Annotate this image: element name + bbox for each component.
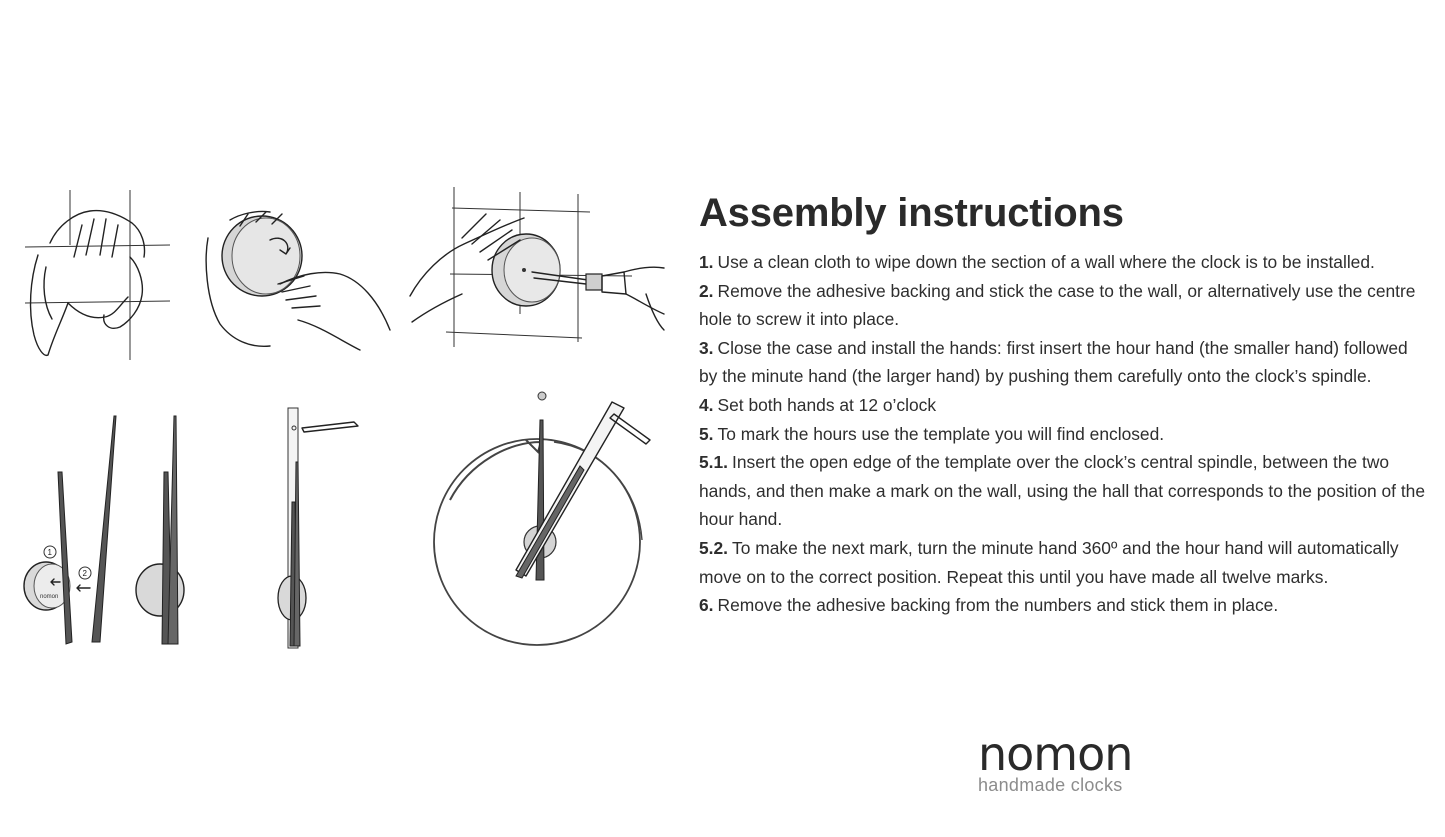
step-text: Close the case and install the hands: fi… xyxy=(699,337,1408,387)
step-item: 3.Close the case and install the hands: … xyxy=(699,334,1429,391)
step-number: 4. xyxy=(699,394,714,415)
brand-logo: nomon handmade clocks xyxy=(978,727,1178,795)
set-twelve-illustration-icon xyxy=(277,407,359,649)
step-item: 5.To mark the hours use the template you… xyxy=(699,420,1429,449)
brand-tagline: handmade clocks xyxy=(978,775,1123,795)
step-marker-2: 2 xyxy=(83,569,88,578)
step-text: Set both hands at 12 o’clock xyxy=(717,394,937,415)
wipe-wall-illustration-icon xyxy=(24,190,171,360)
step-number: 5.2. xyxy=(699,537,729,558)
step-marker-1: 1 xyxy=(48,548,53,557)
step-number: 1. xyxy=(699,252,714,272)
step-number: 6. xyxy=(699,595,714,616)
step-item: 5.1.Insert the open edge of the template… xyxy=(699,448,1429,534)
insert-hands-illustration-icon: nomon 1 2 xyxy=(23,415,185,645)
step-number: 2. xyxy=(699,280,714,301)
steps-list: 1.Use a clean cloth to wipe down the sec… xyxy=(699,248,1429,620)
step-item: 6.Remove the adhesive backing from the n… xyxy=(699,591,1429,620)
step-text: Remove the adhesive backing and stick th… xyxy=(699,280,1416,330)
brand-name: nomon xyxy=(978,727,1133,781)
step-text: To make the next mark, turn the minute h… xyxy=(699,537,1399,587)
template-mark-illustration-icon xyxy=(433,391,651,646)
step-item: 5.2.To make the next mark, turn the minu… xyxy=(699,534,1429,591)
step-item: 2.Remove the adhesive backing and stick … xyxy=(699,277,1429,334)
step-number: 3. xyxy=(699,337,714,358)
step-item: 4.Set both hands at 12 o’clock xyxy=(699,391,1429,420)
step-number: 5. xyxy=(699,423,714,444)
drill-wall-illustration-icon xyxy=(409,187,665,347)
adhesive-case-illustration-icon xyxy=(205,210,391,351)
illustration-panel: nomon 1 2 xyxy=(0,0,680,837)
step-text: Remove the adhesive backing from the num… xyxy=(717,595,1279,616)
step-text: Use a clean cloth to wipe down the secti… xyxy=(717,252,1375,272)
instructions-panel: Assembly instructions 1.Use a clean clot… xyxy=(699,190,1429,620)
step-text: To mark the hours use the template you w… xyxy=(717,423,1165,444)
page-title: Assembly instructions xyxy=(699,191,1124,235)
step-text: Insert the open edge of the template ove… xyxy=(699,452,1426,530)
step-item: 1.Use a clean cloth to wipe down the sec… xyxy=(699,248,1429,277)
step-number: 5.1. xyxy=(699,452,729,473)
case-label: nomon xyxy=(40,594,58,600)
